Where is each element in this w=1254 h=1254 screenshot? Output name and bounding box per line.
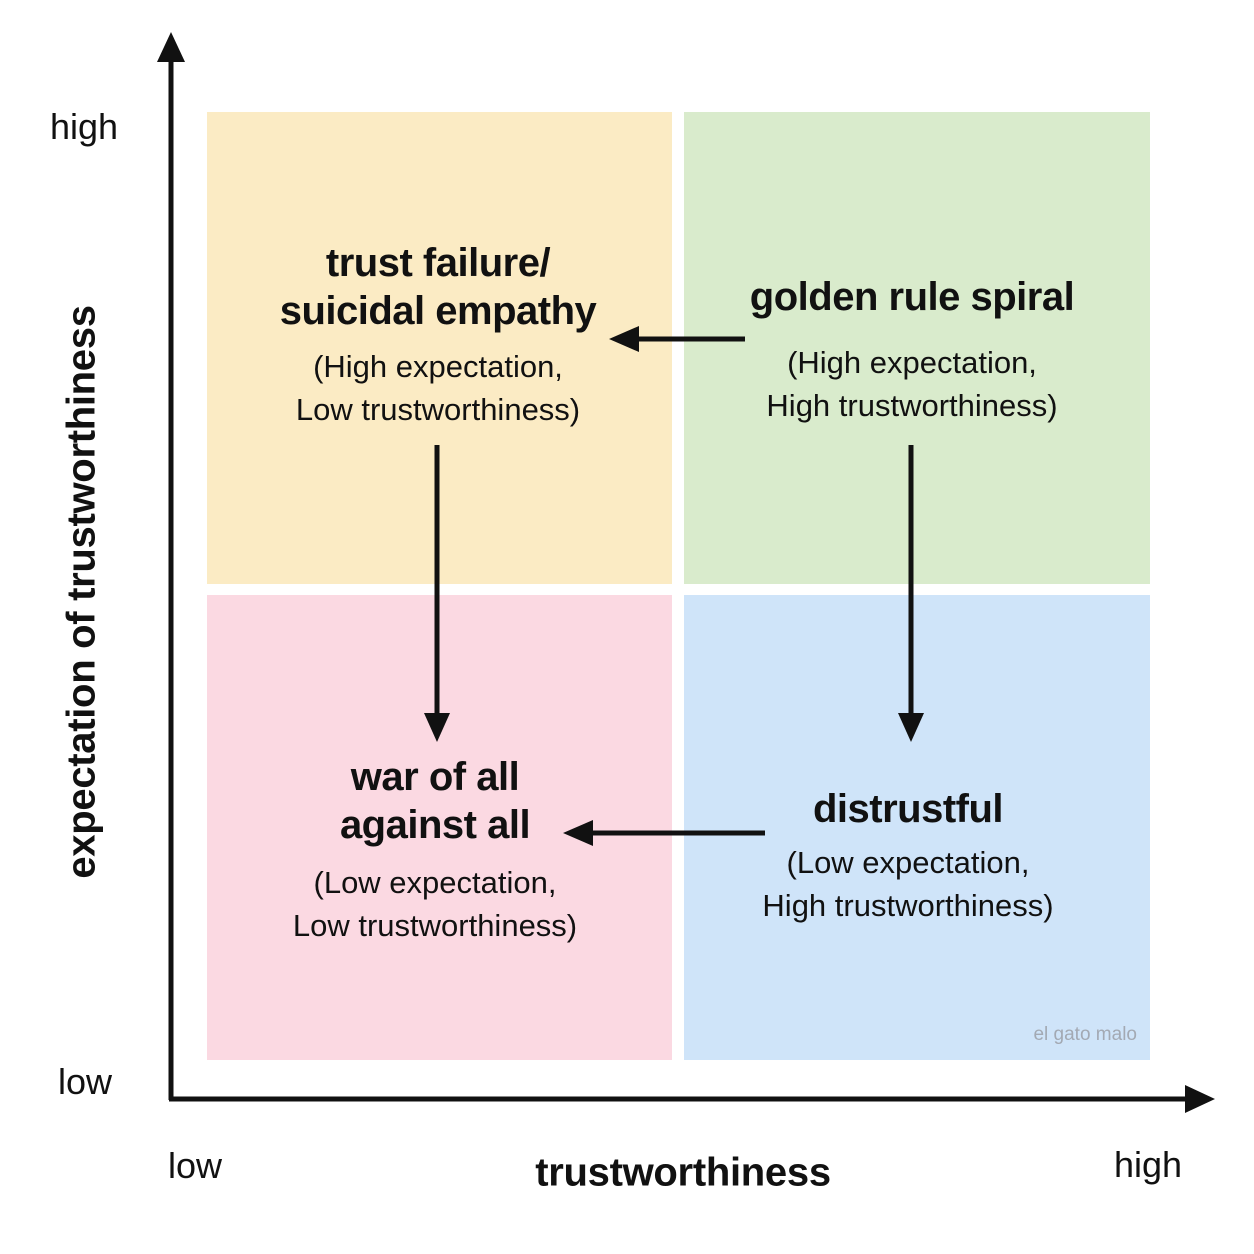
quadrant-title-bottom-left: war of all against all <box>339 755 531 847</box>
y-axis-high-label: high <box>50 106 119 147</box>
watermark: el gato malo <box>1033 1024 1137 1045</box>
y-axis <box>157 32 185 1100</box>
arrow-top-left-to-bottom-left <box>424 445 450 742</box>
quadrant-label-top-right: golden rule spiral (High expectation, Hi… <box>682 273 1142 427</box>
x-axis-low-label: low <box>168 1145 223 1186</box>
quadrant-top-right <box>684 112 1150 584</box>
quadrant-subtitle-top-right: (High expectation, High trustworthiness) <box>766 345 1058 423</box>
quadrant-label-bottom-right: distrustful (Low expectation, High trust… <box>678 785 1138 927</box>
y-axis-low-label: low <box>58 1061 113 1102</box>
quadrant-bottom-right <box>684 595 1150 1060</box>
quadrant-title-top-left: trust failure/ suicidal empathy <box>279 241 597 333</box>
quadrant-subtitle-bottom-right: (Low expectation, High trustworthiness) <box>762 845 1054 923</box>
arrow-bottom-right-to-bottom-left <box>563 820 765 846</box>
x-axis-title: trustworthiness <box>535 1150 831 1195</box>
quadrant-label-top-left: trust failure/ suicidal empathy (High ex… <box>208 239 668 431</box>
quadrant-title-bottom-right: distrustful <box>812 787 1004 831</box>
quadrant-title-top-right: golden rule spiral <box>749 275 1075 319</box>
quadrant-subtitle-top-left: (High expectation, Low trustworthiness) <box>295 349 581 427</box>
y-axis-arrowhead <box>157 32 185 62</box>
arrow-top-right-to-top-left <box>609 326 745 352</box>
x-axis-high-label: high <box>1114 1144 1183 1185</box>
x-axis-arrowhead <box>1185 1085 1215 1113</box>
x-axis <box>169 1085 1215 1113</box>
arrow-top-right-to-bottom-right <box>898 445 924 742</box>
quadrant-label-bottom-left: war of all against all (Low expectation,… <box>205 753 665 947</box>
quadrant-subtitle-bottom-left: (Low expectation, Low trustworthiness) <box>292 865 578 943</box>
y-axis-title: expectation of trustworthiness <box>59 305 104 879</box>
